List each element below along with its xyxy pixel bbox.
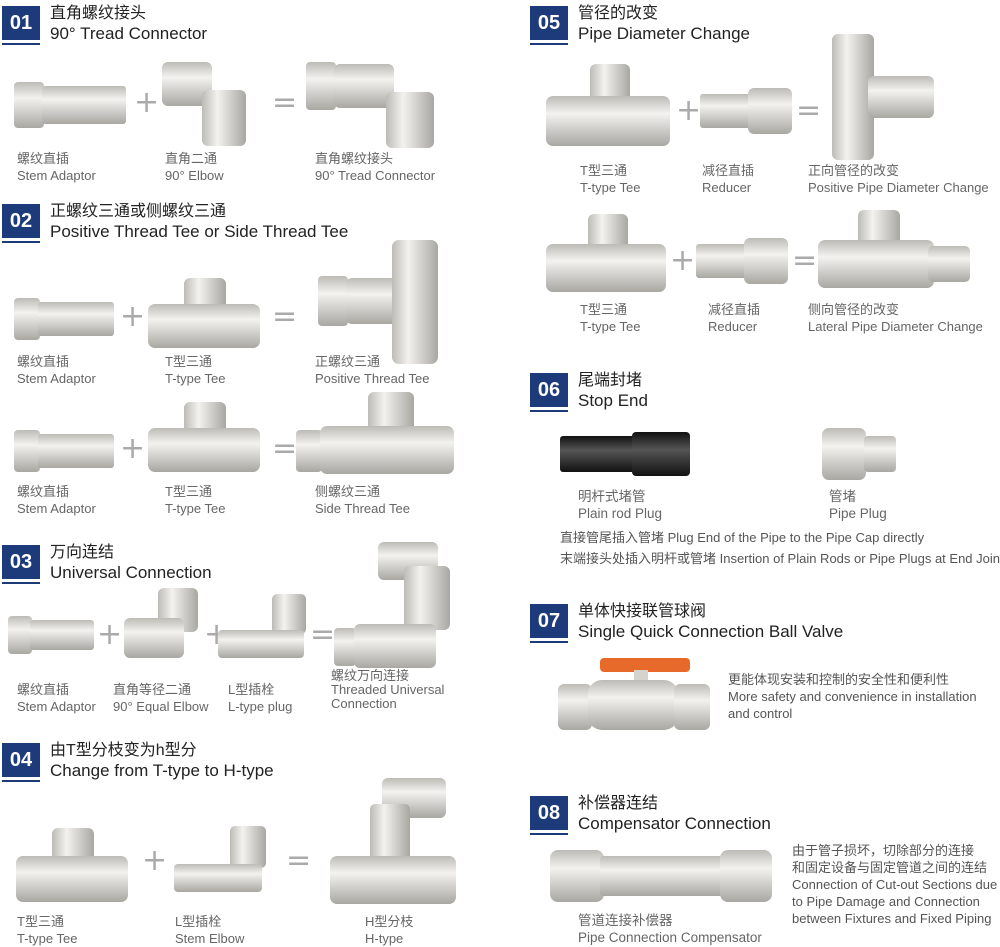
- tread-connector-image: [306, 62, 434, 148]
- section-title: 管径的改变 Pipe Diameter Change: [578, 5, 750, 43]
- section-number: 02: [2, 204, 40, 243]
- equals-sign: =: [272, 299, 298, 334]
- positive-thread-tee-image: [318, 240, 438, 364]
- stem-adaptor-image: [8, 616, 94, 654]
- note-text: 末端接头处插入明杆或管堵 Insertion of Plain Rods or …: [560, 551, 1000, 566]
- compensator-image: [550, 850, 772, 902]
- stem-adaptor-image: [14, 430, 114, 472]
- section-title: 正螺纹三通或侧螺纹三通 Positive Thread Tee or Side …: [50, 203, 349, 241]
- positive-pipe-diameter-change-image: [832, 34, 934, 160]
- section-title: 万向连结 Universal Connection: [50, 544, 212, 582]
- t-type-tee-image: [16, 828, 128, 902]
- threaded-universal-connection-image: [334, 542, 450, 668]
- section-title: 尾端封堵 Stop End: [578, 372, 648, 410]
- equals-sign: =: [272, 431, 298, 466]
- stem-elbow-image: [174, 826, 266, 892]
- plus-sign: +: [142, 843, 168, 878]
- pipe-plug-image: [822, 428, 896, 480]
- section-number: 03: [2, 545, 40, 584]
- reducer-image: [696, 238, 788, 284]
- elbow-image: [162, 62, 246, 146]
- t-type-tee-image: [148, 278, 260, 348]
- l-type-plug-image: [218, 594, 306, 658]
- side-thread-tee-image: [296, 392, 454, 474]
- t-type-tee-image: [546, 214, 666, 292]
- ball-valve-image: [558, 658, 710, 730]
- lateral-pipe-diameter-change-image: [818, 210, 970, 288]
- equal-elbow-image: [124, 588, 198, 658]
- stem-adaptor-image: [14, 298, 114, 340]
- section-number: 08: [530, 796, 568, 835]
- plus-sign: +: [670, 243, 696, 278]
- section-title: 由T型分枝变为h型分 Change from T-type to H-type: [50, 742, 274, 780]
- section-number: 05: [530, 6, 568, 45]
- description-text: 由于管子损坏，切除部分的连接 和固定设备与固定管道之间的连结 Connectio…: [792, 843, 998, 926]
- equals-sign: =: [796, 93, 822, 128]
- plus-sign: +: [134, 85, 160, 120]
- equals-sign: =: [286, 843, 312, 878]
- section-number: 07: [530, 604, 568, 643]
- plus-sign: +: [120, 431, 146, 466]
- t-type-tee-image: [148, 402, 260, 472]
- section-number: 01: [2, 6, 40, 45]
- reducer-image: [700, 88, 792, 134]
- t-type-tee-image: [546, 64, 670, 146]
- section-title: 直角螺纹接头 90° Tread Connector: [50, 5, 208, 43]
- note-text: 直接管尾插入管堵 Plug End of the Pipe to the Pip…: [560, 530, 925, 545]
- stem-adaptor-image: [14, 82, 126, 128]
- section-title: 补偿器连结 Compensator Connection: [578, 795, 771, 833]
- equals-sign: =: [792, 243, 818, 278]
- section-number: 06: [530, 373, 568, 412]
- section-title: 单体快接联管球阀 Single Quick Connection Ball Va…: [578, 603, 844, 641]
- equals-sign: =: [310, 617, 336, 652]
- plus-sign: +: [676, 93, 702, 128]
- description-text: 更能体现安装和控制的安全性和便利性 More safety and conven…: [728, 672, 977, 721]
- equals-sign: =: [272, 85, 298, 120]
- h-type-image: [330, 778, 456, 904]
- section-number: 04: [2, 743, 40, 782]
- plain-rod-plug-image: [560, 432, 690, 476]
- plus-sign: +: [120, 299, 146, 334]
- plus-sign: +: [97, 617, 123, 652]
